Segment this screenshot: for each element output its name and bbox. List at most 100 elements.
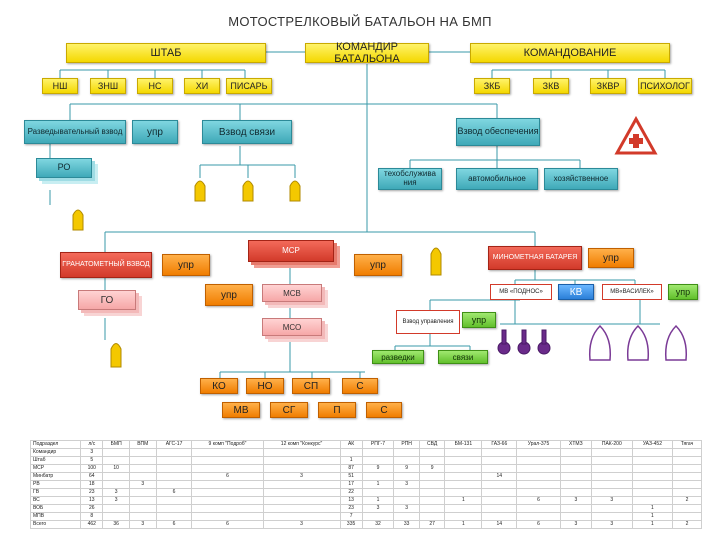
table-cell: [393, 472, 421, 481]
table-cell: [481, 480, 518, 489]
table-cell: [128, 456, 157, 465]
table-cell: [516, 512, 561, 521]
table-header-cell: ГАЗ-66: [481, 440, 518, 449]
table-cell: [559, 488, 592, 497]
mortar-vasilek-icon: [588, 324, 688, 361]
table-cell: [128, 448, 157, 457]
table-cell: [393, 496, 421, 505]
table-cell: 9: [361, 464, 395, 473]
table-cell: [393, 448, 421, 457]
table-cell: [128, 504, 157, 513]
table-cell: 1: [361, 480, 395, 489]
table-cell: [590, 488, 633, 497]
staff-znsh: ЗНШ: [90, 78, 126, 94]
table-cell: 33: [393, 520, 421, 529]
table-cell: [419, 488, 446, 497]
table-cell: 27: [419, 520, 446, 529]
table-cell: 6: [155, 520, 193, 529]
table-cell: [191, 464, 264, 473]
table-cell: 3: [80, 448, 104, 457]
table-cell: [191, 496, 264, 505]
table-cell: [155, 456, 193, 465]
table-cell: Командир: [29, 448, 82, 457]
table-cell: [481, 448, 518, 457]
table-cell: 3: [559, 496, 592, 505]
recon-squad: РО: [36, 158, 92, 178]
table-cell: 6: [155, 488, 193, 497]
table-cell: 51: [339, 472, 363, 481]
squad-s2: С: [366, 402, 402, 418]
table-cell: 3: [128, 520, 157, 529]
table-header-cell: БМ-131: [444, 440, 483, 449]
table-cell: [262, 512, 341, 521]
grenade-platoon: ГРАНАТОМЕТНЫЙ ВЗВОД: [60, 252, 152, 278]
squad-leader-no: НО: [246, 378, 284, 394]
control-platoon-upr: упр: [462, 312, 496, 328]
table-cell: 1: [339, 456, 363, 465]
grenade-squad: ГО: [78, 290, 136, 310]
table-cell: 23: [80, 488, 104, 497]
command-box: КОМАНДОВАНИЕ: [470, 43, 670, 63]
table-cell: [559, 512, 592, 521]
mortar-platoon-vasilek: МВ«ВАСИЛЕК»: [602, 284, 662, 300]
table-cell: 2: [671, 496, 703, 505]
table-cell: [559, 480, 592, 489]
table-cell: [590, 448, 633, 457]
table-cell: [262, 456, 341, 465]
table-cell: [361, 488, 395, 497]
table-cell: [671, 472, 703, 481]
table-cell: [444, 488, 483, 497]
table-cell: [671, 488, 703, 497]
table-cell: [361, 456, 395, 465]
table-cell: 6: [191, 472, 264, 481]
table-cell: 9: [393, 464, 421, 473]
table-cell: 3: [559, 520, 592, 529]
squad-sg: СГ: [270, 402, 308, 418]
table-cell: [516, 488, 561, 497]
table-cell: [671, 504, 703, 513]
table-cell: [481, 488, 518, 497]
mortar-battery: МИНОМЕТНАЯ БАТАРЕЯ: [488, 246, 582, 270]
table-cell: 36: [102, 520, 130, 529]
staff-nsh: НШ: [42, 78, 78, 94]
table-cell: [631, 488, 673, 497]
table-cell: [102, 480, 130, 489]
table-cell: [262, 480, 341, 489]
table-header-cell: РПН: [393, 440, 421, 449]
table-cell: [339, 448, 363, 457]
table-cell: [444, 456, 483, 465]
table-cell: Минбатр: [29, 472, 82, 481]
table-cell: 2: [671, 520, 703, 529]
table-cell: [128, 472, 157, 481]
company-control: упр: [354, 254, 402, 276]
table-cell: [481, 496, 518, 505]
staff-ns: НС: [137, 78, 173, 94]
table-cell: 13: [80, 496, 104, 505]
squad-s: С: [342, 378, 378, 394]
table-cell: [155, 464, 193, 473]
table-cell: [631, 472, 673, 481]
table-header-cell: АГС-17: [155, 440, 193, 449]
table-cell: Штаб: [29, 456, 82, 465]
ammo-round-icon: [289, 180, 301, 202]
table-cell: [590, 472, 633, 481]
table-cell: [155, 480, 193, 489]
control-platoon-kv: КВ: [558, 284, 594, 300]
table-cell: [419, 504, 446, 513]
table-cell: 3: [361, 504, 395, 513]
table-cell: [671, 512, 703, 521]
table-cell: [559, 448, 592, 457]
staff-box: ШТАБ: [66, 43, 266, 63]
table-cell: [671, 448, 703, 457]
table-cell: [361, 512, 395, 521]
table-cell: [444, 512, 483, 521]
table-cell: [262, 448, 341, 457]
table-cell: [155, 448, 193, 457]
table-cell: [155, 504, 193, 513]
